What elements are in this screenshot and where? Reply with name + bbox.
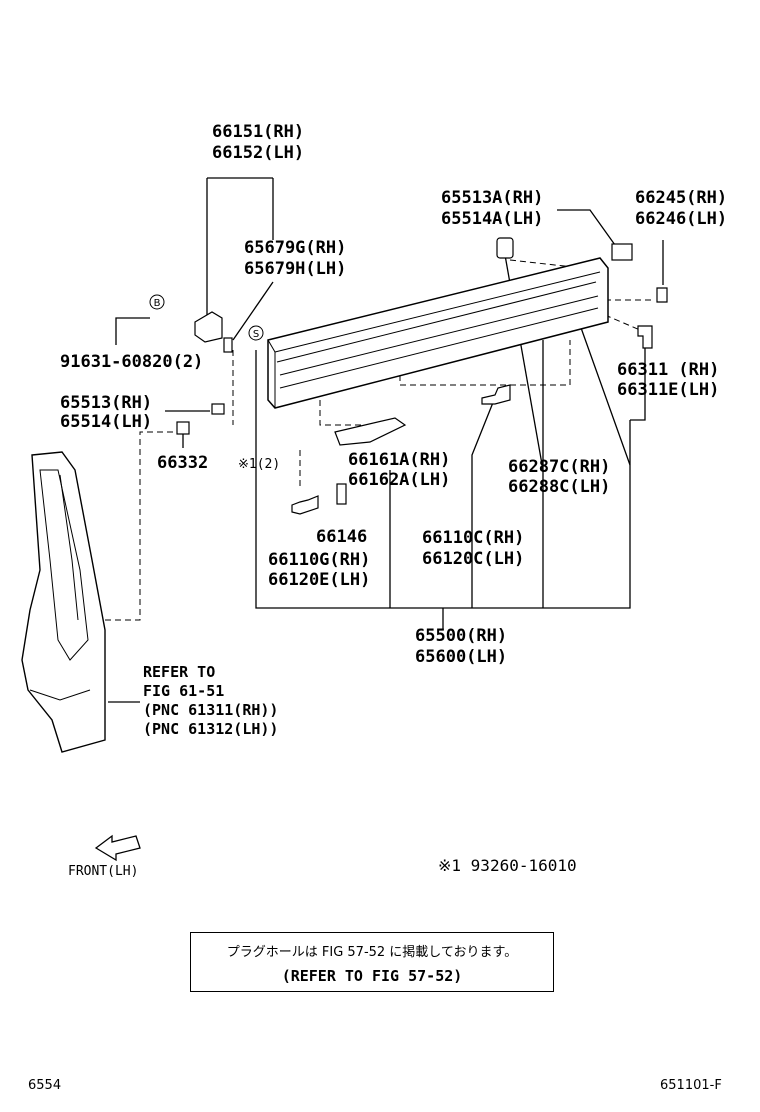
label-91631: 91631-60820(2) [60,352,204,372]
pad-65513a-part [496,237,514,259]
dash-pillar [105,431,175,621]
svg-text:S: S [253,329,259,340]
dash-center [399,340,571,386]
clip-66146-part [336,483,347,505]
label-66311e: 66311E(LH) [617,380,720,400]
label-66288c: 66288C(LH) [508,477,611,497]
leader-66110c [471,389,499,608]
label-66311: 66311 (RH) [617,360,720,380]
leader-66287-b [579,324,631,466]
label-66332: 66332 [157,453,209,473]
label-65679g: 65679G(RH) [244,238,347,258]
label-66120e: 66120E(LH) [268,570,371,590]
label-66110g: 66110G(RH) [268,550,371,570]
label-66146: 66146 [316,527,368,547]
label-65500: 65500(RH) [415,626,508,646]
label-note-star: ※1(2) [238,457,281,472]
label-65513a: 65513A(RH) [441,188,544,208]
refer-line1: REFER TO [143,663,216,681]
marker-s-icon: S [248,325,264,341]
label-65514: 65514(LH) [60,412,153,432]
label-65679h: 65679H(LH) [244,259,347,279]
front-label: FRONT(LH) [68,864,139,879]
note-box: プラグホールは FIG 57-52 に掲載しております。 (REFER TO F… [190,932,554,992]
leader-65513a [557,209,616,246]
clip-65513-part [211,403,225,415]
footnote: ※1 93260-16010 [438,856,577,875]
refer-line3: (PNC 61311(RH)) [143,701,279,719]
handle-66161-part [334,417,407,446]
refer-line4: (PNC 61312(LH)) [143,720,279,738]
clip-66332-part [176,421,190,435]
leader-66151 [206,177,274,318]
hinge-bracket-part [194,311,223,343]
front-arrow-icon [94,834,141,862]
label-66245: 66245(RH) [635,188,728,208]
footer-right: 651101-F [660,1078,722,1093]
leader-66311 [630,340,646,421]
label-65514a: 65514A(LH) [441,209,544,229]
label-66246: 66246(LH) [635,209,728,229]
label-66152: 66152(LH) [212,143,305,163]
screw-66110c-part [481,384,511,405]
leader-65679 [232,281,274,341]
label-66151: 66151(RH) [212,122,305,142]
door-trim-panel [267,257,609,409]
clip-66245-upper-part [611,243,633,261]
refer-line2: FIG 61-51 [143,682,225,700]
clip-65679-part [223,337,233,353]
label-65600: 65600(LH) [415,647,508,667]
note-japanese: プラグホールは FIG 57-52 に掲載しております。 [226,945,518,960]
footer-left: 6554 [28,1078,62,1093]
label-66162a: 66162A(LH) [348,470,451,490]
quarter-pillar [21,451,106,753]
dash-right2 [604,314,641,331]
clip-66245-part [656,287,668,303]
label-66161a: 66161A(RH) [348,450,451,470]
note-english: (REFER TO FIG 57-52) [281,967,463,985]
svg-text:B: B [154,298,161,309]
screw-66110g-part [291,495,319,515]
label-65513: 65513(RH) [60,393,153,413]
leader-91631 [115,317,150,345]
clip-66311-part [637,325,653,349]
label-66120c: 66120C(LH) [422,549,525,569]
dash-handle [319,390,390,426]
label-66110c: 66110C(RH) [422,528,525,548]
marker-b-icon: B [149,294,165,310]
label-66287c: 66287C(RH) [508,457,611,477]
